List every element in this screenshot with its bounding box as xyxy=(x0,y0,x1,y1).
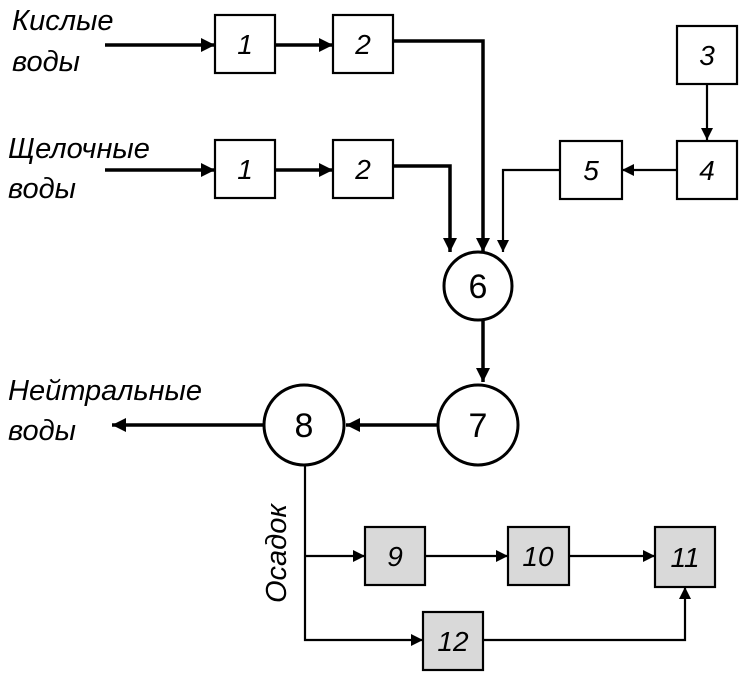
node-2-alkali-label: 2 xyxy=(354,154,371,185)
node-10-label: 10 xyxy=(522,541,554,572)
node-12: 12 xyxy=(421,610,485,672)
node-3: 3 xyxy=(675,24,739,86)
node-12-label: 12 xyxy=(437,626,469,657)
node-2-acid: 2 xyxy=(331,13,395,75)
node-9: 9 xyxy=(363,525,427,587)
node-6: 6 xyxy=(442,250,514,322)
node-11-label: 11 xyxy=(670,542,699,573)
node-3-label: 3 xyxy=(699,40,715,71)
node-8: 8 xyxy=(262,383,346,467)
node-1-acid: 1 xyxy=(213,13,277,75)
node-7-label: 7 xyxy=(469,407,488,445)
node-7: 7 xyxy=(436,383,520,467)
node-10: 10 xyxy=(506,525,571,587)
neutral-waters-label-line2: воды xyxy=(8,415,76,447)
arrow-8-to-12 xyxy=(303,465,423,647)
neutral-waters-label-line1: Нейтральные xyxy=(8,375,202,407)
alkali-waters-label-line1: Щелочные xyxy=(8,133,150,165)
node-4: 4 xyxy=(675,139,739,201)
node-2-alkali: 2 xyxy=(331,138,395,200)
node-1-alkali-label: 1 xyxy=(237,154,253,185)
arrow-2a-to-6 xyxy=(393,39,490,252)
arrow-12-to-11 xyxy=(483,587,692,642)
node-2-acid-label: 2 xyxy=(354,29,371,60)
node-5-label: 5 xyxy=(583,155,599,186)
node-6-label: 6 xyxy=(469,268,488,306)
arrow-5-to-6 xyxy=(496,168,560,252)
node-4-label: 4 xyxy=(699,155,715,186)
node-1-acid-label: 1 xyxy=(237,29,253,60)
node-9-label: 9 xyxy=(387,541,403,572)
arrow-2b-to-6 xyxy=(393,164,457,252)
sediment-label: Осадок xyxy=(261,503,293,603)
node-1-alkali: 1 xyxy=(213,138,277,200)
node-8-label: 8 xyxy=(295,407,314,445)
acid-waters-label-line1: Кислые xyxy=(12,5,114,37)
acid-waters-label-line2: воды xyxy=(12,46,80,78)
node-5: 5 xyxy=(558,139,624,201)
node-11: 11 xyxy=(653,525,717,589)
alkali-waters-label-line2: воды xyxy=(8,173,76,205)
